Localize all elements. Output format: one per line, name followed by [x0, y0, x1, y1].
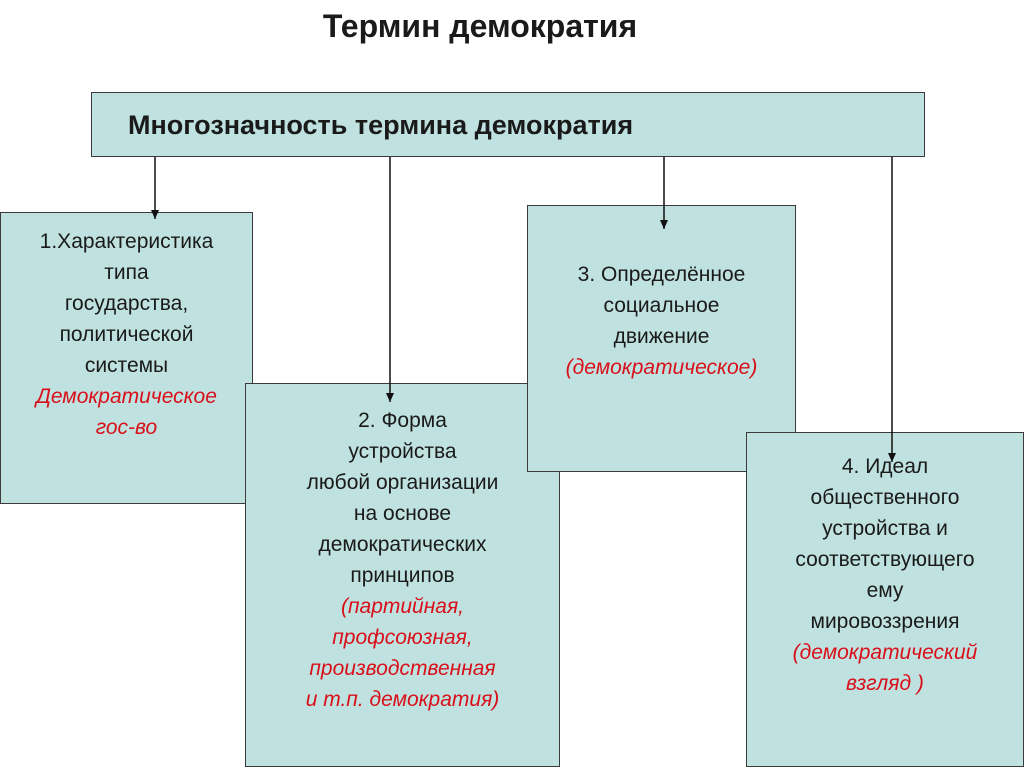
box2-highlight: производственная: [309, 657, 496, 680]
box4-highlight: взгляд ): [846, 672, 924, 695]
box2-highlight: (партийная,: [340, 595, 465, 618]
box2-line: 2. Форма: [358, 409, 447, 432]
box4-highlight: (демократический: [792, 641, 978, 664]
box1-line: государства,: [64, 292, 189, 315]
box4-line: соответствующего: [795, 548, 975, 571]
box1-highlight: Демократическое: [36, 385, 217, 408]
box-ideal-worldview: 4. Идеал общественного устройства и соот…: [746, 432, 1024, 767]
page-title: Термин демократия: [322, 8, 638, 44]
header-box: Многозначность термина демократия: [91, 92, 925, 157]
box2-line: на основе: [353, 502, 452, 525]
box1-line: типа: [104, 261, 149, 284]
box4-line: мировоззрения: [810, 610, 960, 633]
box1-highlight: гос-во: [95, 416, 158, 439]
box2-highlight: профсоюзная,: [332, 626, 473, 649]
box3-highlight: (демократическое): [565, 356, 758, 379]
box2-line: устройства: [348, 440, 457, 463]
box1-line: политической: [59, 323, 194, 346]
box3-line: движение: [613, 325, 710, 348]
box3-line: 3. Определённое: [577, 263, 746, 286]
box-organization-form: 2. Форма устройства любой организации на…: [245, 383, 560, 767]
box4-line: ему: [866, 579, 904, 602]
box-social-movement: 3. Определённое социальное движение (дем…: [527, 205, 796, 472]
box4-line: 4. Идеал: [841, 455, 929, 478]
header-label: Многозначность термина демократия: [128, 110, 634, 140]
box2-line: демократических: [318, 533, 487, 556]
box3-line: социальное: [603, 294, 720, 317]
box2-highlight: и т.п. демократия): [305, 688, 500, 711]
box1-line: 1.Характеристика: [39, 230, 214, 253]
box4-line: устройства и: [822, 517, 948, 540]
box-state-type: 1.Характеристика типа государства, полит…: [0, 212, 253, 504]
box4-line: общественного: [810, 486, 960, 509]
box1-line: системы: [84, 354, 169, 377]
box2-line: любой организации: [306, 471, 499, 494]
box2-line: принципов: [350, 564, 455, 587]
